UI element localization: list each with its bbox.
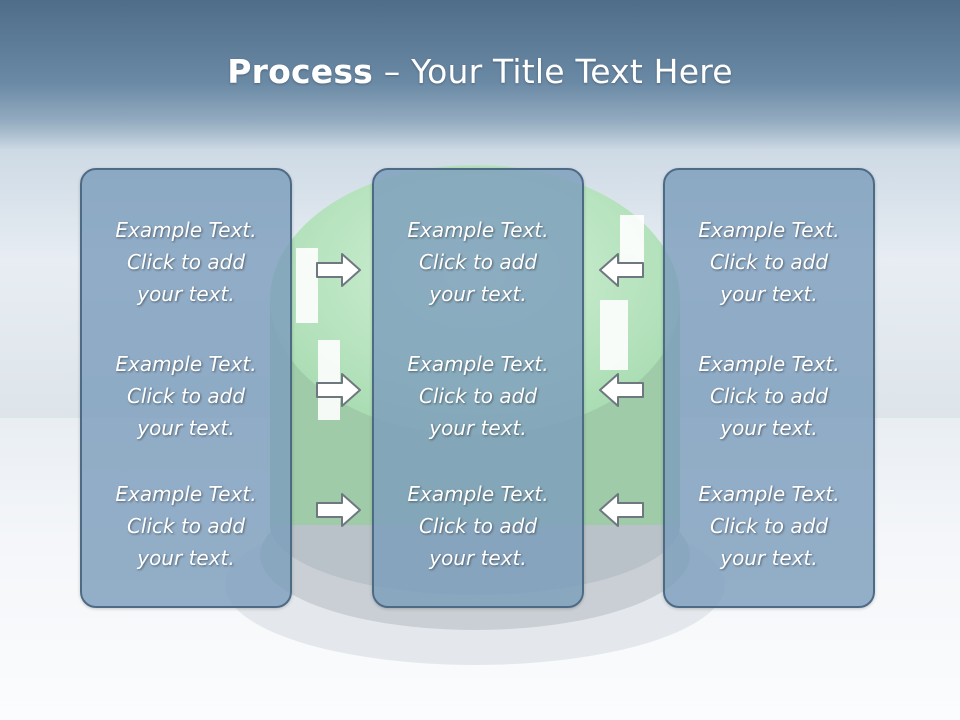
text-line: Example Text. <box>115 218 257 242</box>
text-line: Click to add <box>709 514 829 538</box>
text-line: Click to add <box>418 250 538 274</box>
slide-title: Process – Your Title Text Here <box>0 52 960 91</box>
text-line: your text. <box>137 546 235 570</box>
arrow-left-icon <box>599 493 644 527</box>
text-block[interactable]: Example Text. Click to add your text. <box>374 478 582 574</box>
text-block[interactable]: Example Text. Click to add your text. <box>82 214 290 310</box>
text-line: Example Text. <box>407 482 549 506</box>
text-line: Example Text. <box>407 352 549 376</box>
arrow-left-icon <box>599 373 644 407</box>
title-bold: Process <box>227 52 374 91</box>
title-rest: – Your Title Text Here <box>373 52 733 91</box>
text-line: Click to add <box>709 250 829 274</box>
text-line: Example Text. <box>115 482 257 506</box>
text-line: your text. <box>137 282 235 306</box>
text-box-right[interactable]: Example Text. Click to add your text. Ex… <box>663 168 875 608</box>
text-line: Example Text. <box>698 218 840 242</box>
text-line: your text. <box>429 416 527 440</box>
text-line: Example Text. <box>698 482 840 506</box>
text-block[interactable]: Example Text. Click to add your text. <box>82 348 290 444</box>
text-box-center[interactable]: Example Text. Click to add your text. Ex… <box>372 168 584 608</box>
text-line: Click to add <box>126 250 246 274</box>
text-line: your text. <box>429 282 527 306</box>
text-block[interactable]: Example Text. Click to add your text. <box>665 214 873 310</box>
arrow-right-icon <box>316 253 361 287</box>
text-line: Click to add <box>126 514 246 538</box>
text-line: Example Text. <box>698 352 840 376</box>
text-block[interactable]: Example Text. Click to add your text. <box>82 478 290 574</box>
text-line: Click to add <box>418 384 538 408</box>
arrow-right-icon <box>316 493 361 527</box>
text-line: your text. <box>429 546 527 570</box>
text-line: Example Text. <box>407 218 549 242</box>
arrow-left-icon <box>599 253 644 287</box>
text-block[interactable]: Example Text. Click to add your text. <box>665 348 873 444</box>
text-line: your text. <box>137 416 235 440</box>
text-block[interactable]: Example Text. Click to add your text. <box>665 478 873 574</box>
text-line: your text. <box>720 416 818 440</box>
text-line: Click to add <box>709 384 829 408</box>
arrow-right-icon <box>316 373 361 407</box>
title-band <box>0 0 960 150</box>
text-block[interactable]: Example Text. Click to add your text. <box>374 214 582 310</box>
text-line: Example Text. <box>115 352 257 376</box>
text-line: Click to add <box>418 514 538 538</box>
text-line: Click to add <box>126 384 246 408</box>
text-line: your text. <box>720 282 818 306</box>
text-box-left[interactable]: Example Text. Click to add your text. Ex… <box>80 168 292 608</box>
text-block[interactable]: Example Text. Click to add your text. <box>374 348 582 444</box>
text-line: your text. <box>720 546 818 570</box>
